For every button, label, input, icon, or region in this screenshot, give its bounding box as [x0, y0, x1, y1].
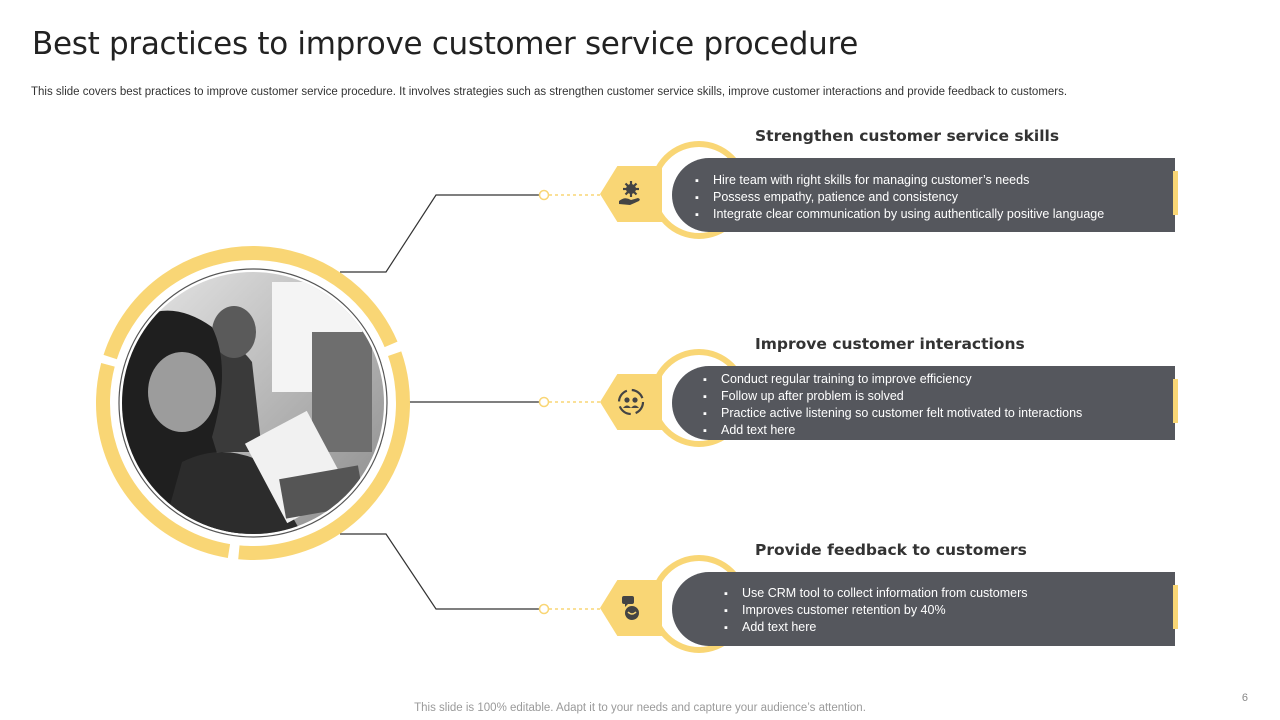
card-heading: Improve customer interactions: [755, 335, 1025, 353]
bullet-item: Possess empathy, patience and consistenc…: [695, 189, 1104, 206]
people-cycle-icon: [617, 388, 645, 416]
bullet-item: Use CRM tool to collect information from…: [724, 585, 1028, 602]
slide-title: Best practices to improve customer servi…: [32, 26, 859, 62]
card-bullets: Hire team with right skills for managing…: [695, 172, 1104, 223]
bullet-item: Conduct regular training to improve effi…: [703, 371, 1082, 388]
page-number: 6: [1241, 692, 1248, 704]
bullet-item: Improves customer retention by 40%: [724, 602, 1028, 619]
bullet-item: Add text here: [703, 422, 1082, 439]
feedback-icon: [622, 596, 639, 620]
bullet-item: Hire team with right skills for managing…: [695, 172, 1104, 189]
card-heading: Strengthen customer service skills: [755, 127, 1060, 145]
card-heading: Provide feedback to customers: [755, 541, 1027, 559]
bullet-item: Practice active listening so customer fe…: [703, 405, 1082, 422]
slide-footer: This slide is 100% editable. Adapt it to…: [414, 702, 866, 714]
card-accent: [1173, 171, 1178, 215]
slide-subtitle: This slide covers best practices to impr…: [31, 86, 1068, 98]
card-bullets: Conduct regular training to improve effi…: [703, 371, 1082, 439]
practice-card-3: Provide feedback to customers Use CRM to…: [600, 541, 1200, 665]
bullet-item: Follow up after problem is solved: [703, 388, 1082, 405]
bullet-item: Add text here: [724, 619, 1028, 636]
practice-card-2: Improve customer interactions Conduct re…: [600, 335, 1200, 459]
card-accent: [1173, 585, 1178, 629]
card-accent: [1173, 379, 1178, 423]
agents-photo: [122, 272, 384, 534]
practice-card-1: Strengthen customer service skills Hire …: [600, 127, 1200, 251]
card-bullets: Use CRM tool to collect information from…: [724, 585, 1028, 636]
gear-hand-icon: [619, 181, 640, 205]
bullet-item: Integrate clear communication by using a…: [695, 206, 1104, 223]
